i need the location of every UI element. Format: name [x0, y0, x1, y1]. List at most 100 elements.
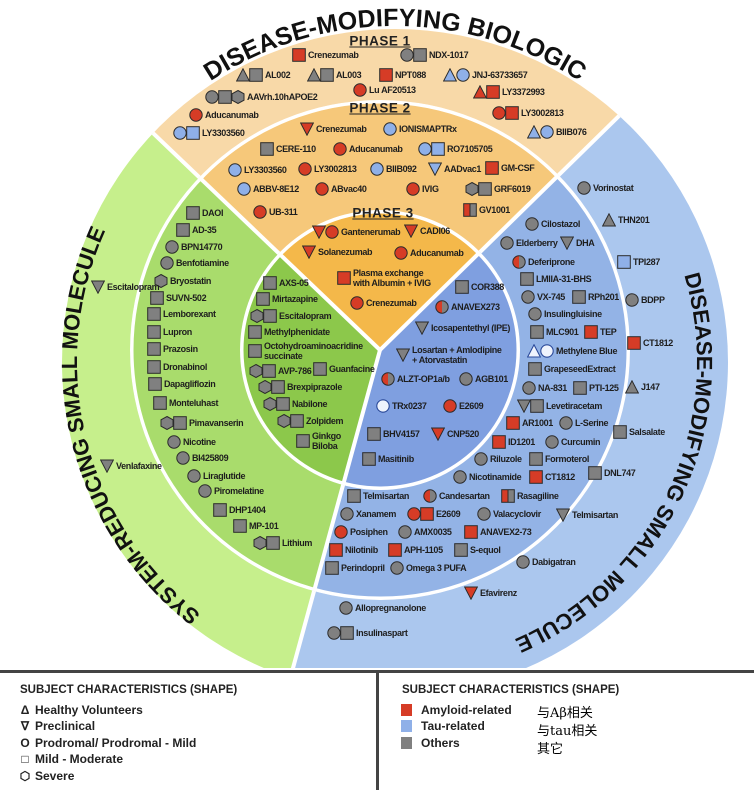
drug-item: ABvac40 — [315, 182, 367, 196]
square-others-icon — [147, 325, 161, 339]
square-others-icon — [271, 380, 285, 394]
drug-item: Nicotinamide — [453, 470, 522, 484]
drug-item: Deferiprone — [512, 255, 575, 269]
drug-item: NDX-1017 — [400, 48, 469, 62]
drug-item: Monteluhast — [153, 396, 219, 410]
drug-item: BHV4157 — [367, 427, 420, 441]
circle-others-icon — [400, 48, 414, 62]
circle-icon: O — [20, 736, 30, 750]
square-others-icon — [290, 414, 304, 428]
drug-item: Efavirenz — [464, 586, 517, 600]
drug-item: AR1001 — [506, 416, 553, 430]
drug-label: Icosapentethyl (IPE) — [431, 323, 511, 333]
drug-item: Plasma exchange with Albumin + IVIG — [337, 268, 431, 288]
drug-label: Methylene Blue — [556, 346, 618, 356]
drug-item: IONISMAPTRx — [383, 122, 457, 136]
drug-label: Zolpidem — [306, 416, 344, 426]
drug-label: Dabigatran — [532, 557, 576, 567]
square-amyloid-icon — [529, 470, 543, 484]
half-circle-amyloid-icon — [381, 372, 395, 386]
drug-label: ABvac40 — [331, 184, 367, 194]
phase-1-label: PHASE 1 — [349, 33, 411, 49]
drug-label: GrapeseedExtract — [544, 364, 616, 374]
drug-label: Venlafaxine — [116, 461, 162, 471]
drug-label: Pimavanserin — [189, 418, 244, 428]
drug-label: AADvac1 — [444, 164, 482, 174]
drug-item: Losartan + Amlodipine + Atorvastatin — [396, 345, 502, 365]
square-others-icon — [249, 68, 263, 82]
drug-label: Telmisartan — [363, 491, 410, 501]
drug-item: VX-745 — [521, 290, 565, 304]
circle-amyloid-icon — [315, 182, 329, 196]
drug-item: J147 — [625, 380, 660, 394]
circle-amyloid-icon — [492, 106, 506, 120]
drug-label: Masitinib — [378, 454, 414, 464]
drug-label: Posiphen — [350, 527, 388, 537]
drug-label: Lemborexant — [163, 309, 216, 319]
legend-label: Mild - Moderate — [35, 752, 124, 766]
drug-item: Methylphenidate — [248, 325, 330, 339]
hex-others-icon — [277, 414, 291, 428]
circle-tau-icon — [418, 142, 432, 156]
hex-others-icon — [253, 536, 267, 550]
square-amyloid-icon — [486, 85, 500, 99]
drug-item: Vorinostat — [577, 181, 634, 195]
square-others-icon — [413, 48, 427, 62]
drug-item: Lemborexant — [147, 307, 216, 321]
circle-amyloid-icon — [443, 399, 457, 413]
drug-item: BI425809 — [176, 451, 229, 465]
drug-label: ANAVEX2-73 — [480, 527, 532, 537]
drug-item: CNP520 — [431, 427, 479, 441]
drug-label: Mirtazapine — [272, 294, 318, 304]
square-amyloid-icon — [379, 68, 393, 82]
drug-item: LY3002813 — [298, 162, 357, 176]
square-others-icon — [248, 325, 262, 339]
drug-label: Valacyclovir — [493, 509, 541, 519]
circle-tau-icon — [173, 126, 187, 140]
drug-label: AXS-05 — [279, 278, 309, 288]
square-others-icon — [276, 397, 290, 411]
drug-item: Omega 3 PUFA — [390, 561, 467, 575]
tri-down-others-icon — [91, 280, 105, 294]
drug-label: Lu AF20513 — [369, 85, 416, 95]
circle-others-icon — [205, 90, 219, 104]
drug-item: LY3372993 — [473, 85, 545, 99]
tri-down-amyloid-icon — [404, 224, 418, 238]
square-others-icon — [530, 325, 544, 339]
legend-note-others: 其它 — [537, 742, 564, 757]
hex-others-icon — [160, 416, 174, 430]
drug-label: DHP1404 — [229, 505, 266, 515]
half-circle-amyloid-icon — [512, 255, 526, 269]
drug-item: Ginkgo Biloba — [296, 431, 341, 451]
drug-item: COR388 — [455, 280, 504, 294]
drug-label: Solanezumab — [318, 247, 373, 257]
drug-item: RO7105705 — [418, 142, 493, 156]
square-others-icon — [147, 307, 161, 321]
drug-item: Bryostatin — [154, 274, 211, 288]
tri-down-amyloid-icon — [302, 245, 316, 259]
square-others-icon — [153, 396, 167, 410]
drug-label: Omega 3 PUFA — [406, 563, 467, 573]
drug-label: ID1201 — [508, 437, 535, 447]
legend-divider-horizontal — [0, 670, 754, 673]
drug-item: Mirtazapine — [256, 292, 318, 306]
square-amyloid-icon — [505, 106, 519, 120]
square-others-icon — [173, 416, 187, 430]
half-circle-amyloid-icon — [423, 489, 437, 503]
drug-item: Allopregnanolone — [339, 601, 426, 615]
drug-item: AGB101 — [459, 372, 508, 386]
drug-label: APH-1105 — [404, 545, 443, 555]
drug-item: Piromelatine — [198, 484, 264, 498]
drug-item: Elderberry — [500, 236, 558, 250]
square-others-icon — [150, 291, 164, 305]
drug-item: CT1812 — [529, 470, 575, 484]
circle-others-icon — [198, 484, 212, 498]
drug-item: Nicotine — [167, 435, 216, 449]
drug-item: CT1812 — [627, 336, 673, 350]
legend-label: Others — [421, 736, 460, 750]
drug-item: Prazosin — [147, 342, 198, 356]
drug-item: ANAVEX273 — [435, 300, 500, 314]
drug-label: Dronabinol — [163, 362, 207, 372]
drug-item: IVIG — [406, 182, 439, 196]
drug-item: AL003 — [307, 68, 362, 82]
